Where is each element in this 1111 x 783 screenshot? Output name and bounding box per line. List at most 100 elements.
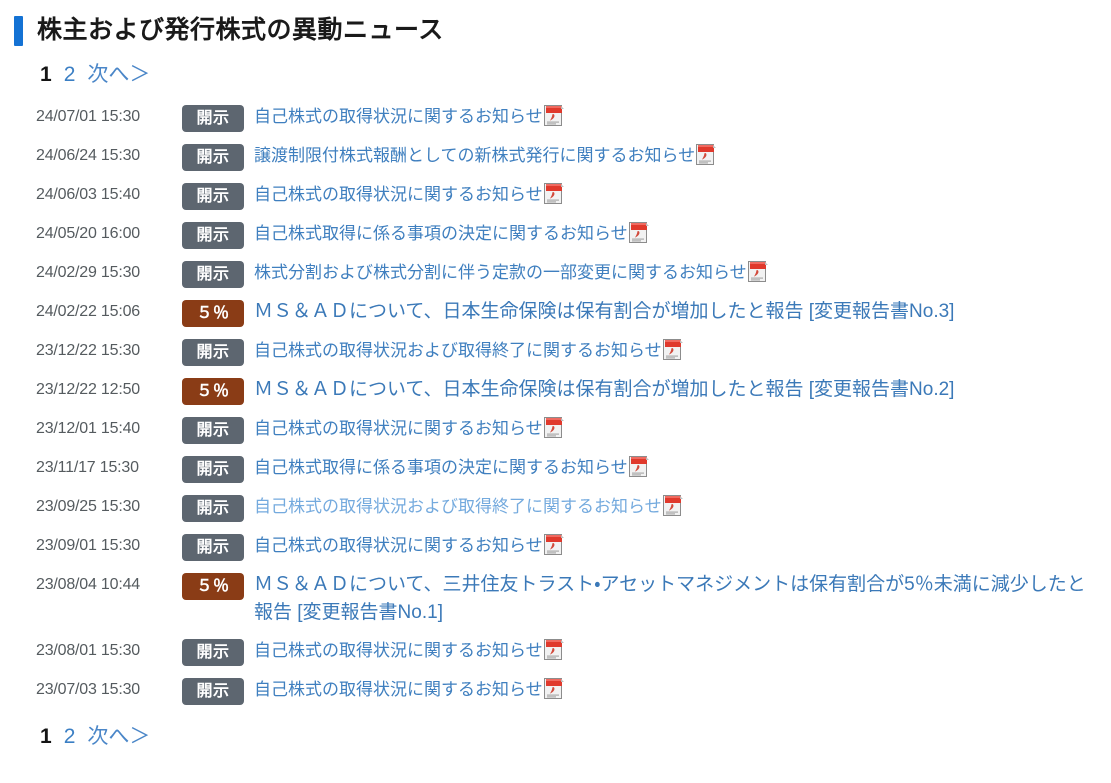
news-title-link[interactable]: 自己株式の取得状況に関するお知らせ xyxy=(254,532,1111,559)
news-title-link[interactable]: 株式分割および株式分割に伴う定款の一部変更に関するお知らせ xyxy=(254,259,1111,286)
badge-disclosure[interactable]: 開示 xyxy=(182,261,244,288)
news-title-link[interactable]: 自己株式の取得状況に関するお知らせ xyxy=(254,676,1111,703)
news-title-link[interactable]: 自己株式の取得状況および取得終了に関するお知らせ xyxy=(254,493,1111,520)
news-row: 23/09/01 15:30 開示自己株式の取得状況に関するお知らせ xyxy=(0,527,1111,566)
news-title-text: 自己株式の取得状況および取得終了に関するお知らせ xyxy=(254,341,662,360)
news-row: 23/08/04 10:44 ５％ ＭＳ＆ＡＤについて、三井住友トラスト・アセットマ… xyxy=(0,566,1111,632)
news-title-link[interactable]: ＭＳ＆ＡＤについて、日本生命保険は保有割合が増加したと報告 [変更報告書No.2… xyxy=(254,376,1111,404)
news-row: 24/02/22 15:06 ５％ ＭＳ＆ＡＤについて、日本生命保険は保有割合が増加… xyxy=(0,293,1111,332)
news-row: 24/02/29 15:30 開示株式分割および株式分割に伴う定款の一部変更に関す… xyxy=(0,254,1111,293)
news-date: 24/02/22 15:06 xyxy=(36,303,140,320)
news-row: 24/07/01 15:30 開示自己株式の取得状況に関するお知らせ xyxy=(0,98,1111,137)
news-title-link[interactable]: 自己株式の取得状況に関するお知らせ xyxy=(254,181,1111,208)
pdf-icon[interactable] xyxy=(543,417,564,438)
news-title-text: 自己株式の取得状況および取得終了に関するお知らせ xyxy=(254,497,662,516)
pagination-page-2-bottom[interactable]: 2 xyxy=(63,725,76,748)
page-title: 株主および発行株式の異動ニュース xyxy=(0,0,1111,52)
news-title-text: 自己株式の取得状況に関するお知らせ xyxy=(254,107,543,126)
news-title-link[interactable]: 自己株式の取得状況および取得終了に関するお知らせ xyxy=(254,337,1111,364)
pagination-bottom: 1 2 次へ＞ xyxy=(0,710,1111,756)
news-page: 株主および発行株式の異動ニュース 1 2 次へ＞ 24/07/01 15:30 開… xyxy=(0,0,1111,756)
news-row: 23/12/22 15:30 開示自己株式の取得状況および取得終了に関するお知らせ xyxy=(0,332,1111,371)
news-title-link[interactable]: 自己株式取得に係る事項の決定に関するお知らせ xyxy=(254,220,1111,247)
news-title-text: ＭＳ＆ＡＤについて、日本生命保険は保有割合が増加したと報告 [変更報告書No.2… xyxy=(254,379,955,400)
badge-disclosure[interactable]: 開示 xyxy=(182,222,244,249)
news-row: 24/05/20 16:00 開示自己株式取得に係る事項の決定に関するお知らせ xyxy=(0,215,1111,254)
news-row: 23/12/01 15:40 開示自己株式の取得状況に関するお知らせ xyxy=(0,410,1111,449)
pagination-page-2[interactable]: 2 xyxy=(63,63,76,86)
pagination-current-page: 1 xyxy=(40,63,52,86)
news-title-link[interactable]: 自己株式取得に係る事項の決定に関するお知らせ xyxy=(254,454,1111,481)
news-date: 23/08/01 15:30 xyxy=(36,642,140,659)
badge-five-percent[interactable]: ５％ xyxy=(182,300,244,327)
badge-disclosure[interactable]: 開示 xyxy=(182,339,244,366)
news-title-link[interactable]: 自己株式の取得状況に関するお知らせ xyxy=(254,415,1111,442)
news-date: 23/12/22 12:50 xyxy=(36,381,140,398)
news-date: 24/05/20 16:00 xyxy=(36,225,140,242)
news-date: 23/12/22 15:30 xyxy=(36,342,140,359)
news-row: 23/12/22 12:50 ５％ ＭＳ＆ＡＤについて、日本生命保険は保有割合が増加… xyxy=(0,371,1111,410)
news-row: 23/11/17 15:30 開示自己株式取得に係る事項の決定に関するお知らせ xyxy=(0,449,1111,488)
news-row: 23/07/03 15:30 開示自己株式の取得状況に関するお知らせ xyxy=(0,671,1111,710)
pagination-top: 1 2 次へ＞ xyxy=(0,52,1111,94)
pdf-icon[interactable] xyxy=(662,339,683,360)
badge-disclosure[interactable]: 開示 xyxy=(182,639,244,666)
badge-disclosure[interactable]: 開示 xyxy=(182,144,244,171)
pdf-icon[interactable] xyxy=(747,261,768,282)
badge-five-percent[interactable]: ５％ xyxy=(182,378,244,405)
page-title-text: 株主および発行株式の異動ニュース xyxy=(37,16,444,45)
news-title-link[interactable]: 自己株式の取得状況に関するお知らせ xyxy=(254,637,1111,664)
pagination-next-link-bottom[interactable]: 次へ＞ xyxy=(87,725,151,748)
news-title-text: 自己株式の取得状況に関するお知らせ xyxy=(254,641,543,660)
news-title-text: 自己株式の取得状況に関するお知らせ xyxy=(254,536,543,555)
news-title-text: ＭＳ＆ＡＤについて、日本生命保険は保有割合が増加したと報告 [変更報告書No.3… xyxy=(254,301,955,322)
news-title-text: 譲渡制限付株式報酬としての新株式発行に関するお知らせ xyxy=(254,146,696,165)
news-title-text: 自己株式取得に係る事項の決定に関するお知らせ xyxy=(254,458,628,477)
news-date: 23/09/01 15:30 xyxy=(36,537,140,554)
pagination-current-page-bottom: 1 xyxy=(40,725,52,748)
pdf-icon[interactable] xyxy=(628,222,649,243)
news-date: 24/07/01 15:30 xyxy=(36,108,140,125)
news-title-text: 自己株式の取得状況に関するお知らせ xyxy=(254,419,543,438)
pdf-icon[interactable] xyxy=(543,105,564,126)
badge-disclosure[interactable]: 開示 xyxy=(182,678,244,705)
pdf-icon[interactable] xyxy=(662,495,683,516)
pagination-next-link[interactable]: 次へ＞ xyxy=(87,63,151,86)
news-date: 24/06/03 15:40 xyxy=(36,186,140,203)
pdf-icon[interactable] xyxy=(543,534,564,555)
pdf-icon[interactable] xyxy=(543,183,564,204)
news-title-text: 株式分割および株式分割に伴う定款の一部変更に関するお知らせ xyxy=(254,263,747,282)
news-date: 23/11/17 15:30 xyxy=(36,459,139,476)
badge-disclosure[interactable]: 開示 xyxy=(182,183,244,210)
badge-disclosure[interactable]: 開示 xyxy=(182,105,244,132)
badge-disclosure[interactable]: 開示 xyxy=(182,534,244,561)
badge-disclosure[interactable]: 開示 xyxy=(182,495,244,522)
news-title-text: 自己株式の取得状況に関するお知らせ xyxy=(254,680,543,699)
badge-five-percent[interactable]: ５％ xyxy=(182,573,244,600)
news-title-link[interactable]: ＭＳ＆ＡＤについて、三井住友トラスト・アセットマネジメントは保有割合が5％未満に… xyxy=(254,571,1111,627)
news-date: 23/12/01 15:40 xyxy=(36,420,140,437)
pdf-icon[interactable] xyxy=(628,456,649,477)
news-date: 24/02/29 15:30 xyxy=(36,264,140,281)
news-date: 23/09/25 15:30 xyxy=(36,498,140,515)
news-title-link[interactable]: ＭＳ＆ＡＤについて、日本生命保険は保有割合が増加したと報告 [変更報告書No.3… xyxy=(254,298,1111,326)
news-date: 24/06/24 15:30 xyxy=(36,147,140,164)
pdf-icon[interactable] xyxy=(696,144,717,165)
news-date: 23/08/04 10:44 xyxy=(36,576,140,593)
badge-disclosure[interactable]: 開示 xyxy=(182,417,244,444)
news-row: 24/06/24 15:30 開示譲渡制限付株式報酬としての新株式発行に関するお知… xyxy=(0,137,1111,176)
news-date: 23/07/03 15:30 xyxy=(36,681,140,698)
heading-accent-bar xyxy=(14,16,23,46)
news-title-link[interactable]: 自己株式の取得状況に関するお知らせ xyxy=(254,103,1111,130)
news-row: 23/09/25 15:30 開示自己株式の取得状況および取得終了に関するお知らせ xyxy=(0,488,1111,527)
news-title-link[interactable]: 譲渡制限付株式報酬としての新株式発行に関するお知らせ xyxy=(254,142,1111,169)
news-title-text: 自己株式取得に係る事項の決定に関するお知らせ xyxy=(254,224,628,243)
news-row: 23/08/01 15:30 開示自己株式の取得状況に関するお知らせ xyxy=(0,632,1111,671)
news-row: 24/06/03 15:40 開示自己株式の取得状況に関するお知らせ xyxy=(0,176,1111,215)
news-title-text: 自己株式の取得状況に関するお知らせ xyxy=(254,185,543,204)
pdf-icon[interactable] xyxy=(543,639,564,660)
badge-disclosure[interactable]: 開示 xyxy=(182,456,244,483)
pdf-icon[interactable] xyxy=(543,678,564,699)
news-title-text: ＭＳ＆ＡＤについて、三井住友トラスト・アセットマネジメントは保有割合が5％未満に… xyxy=(254,574,1086,623)
